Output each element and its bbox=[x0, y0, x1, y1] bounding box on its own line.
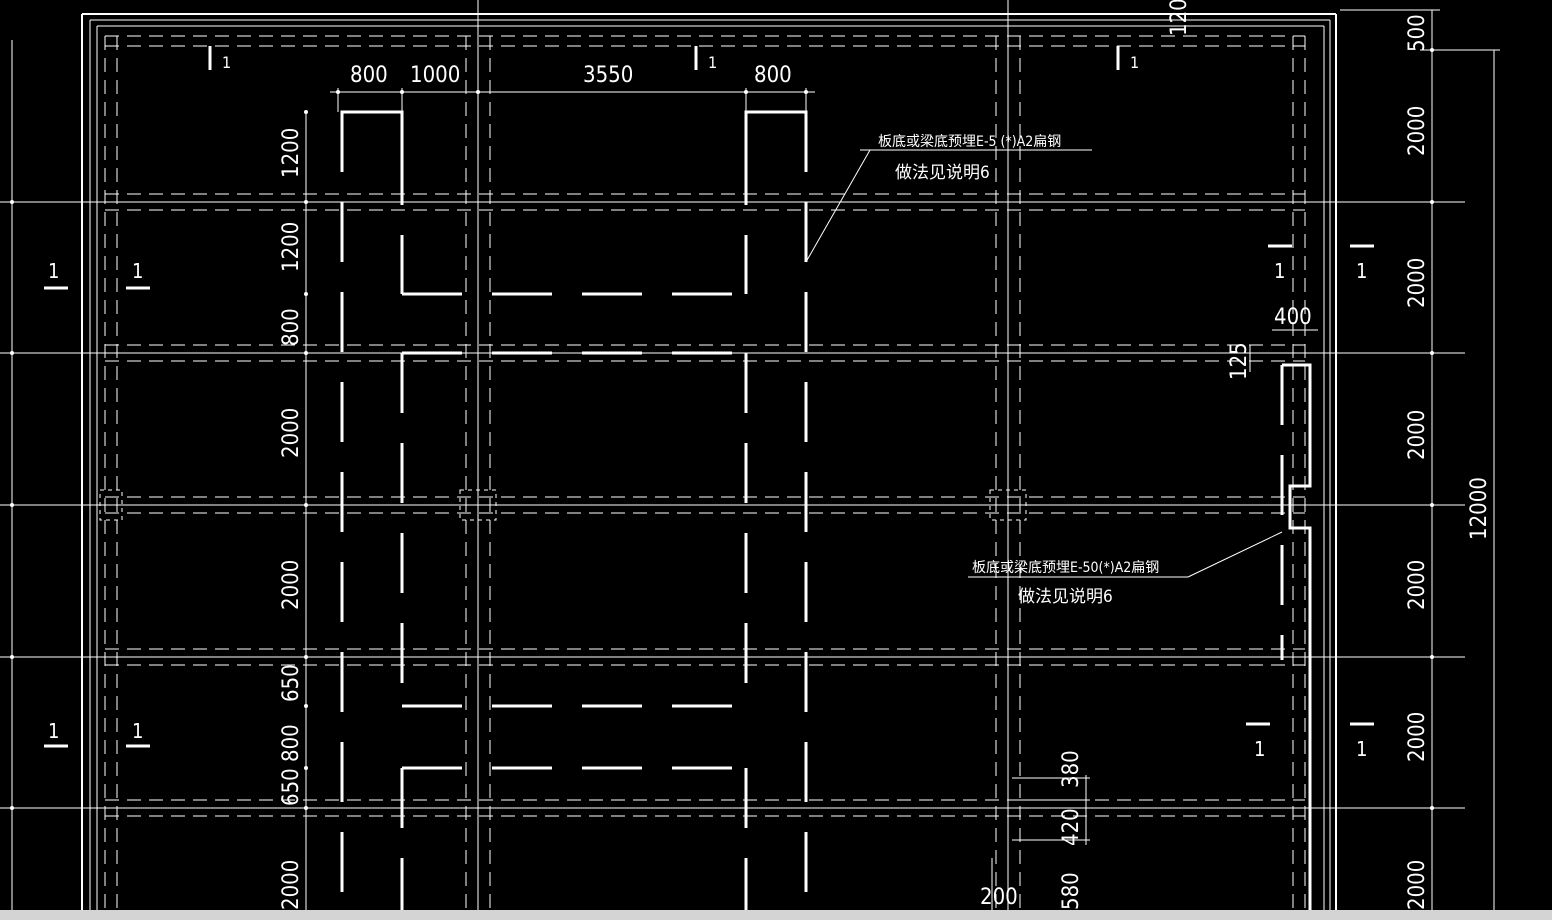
annotation-note-2-detail: 做法见说明6 bbox=[1018, 587, 1113, 607]
status-bar bbox=[0, 910, 1552, 920]
dim-top-3550: 3550 bbox=[583, 63, 633, 88]
dim-left-2000-b: 2000 bbox=[279, 560, 304, 610]
dim-right-2000-b: 2000 bbox=[1405, 258, 1430, 308]
dim-400: 400 bbox=[1274, 305, 1312, 330]
section-mark-label: 1 bbox=[48, 259, 59, 283]
dim-200: 200 bbox=[980, 885, 1018, 910]
dim-125: 125 bbox=[1227, 342, 1252, 380]
dim-right-2000-c: 2000 bbox=[1405, 410, 1430, 460]
section-mark-label: 1 bbox=[1130, 53, 1139, 72]
annotation-note-1-detail: 做法见说明6 bbox=[895, 163, 990, 183]
section-mark-label: 1 bbox=[1356, 737, 1367, 761]
dim-left-800: 800 bbox=[279, 308, 304, 346]
dim-top-800-b: 800 bbox=[754, 63, 792, 88]
dim-left-2000-c: 2000 bbox=[279, 860, 304, 910]
section-mark-label: 1 bbox=[1274, 259, 1285, 283]
dim-top-1000: 1000 bbox=[410, 63, 460, 88]
section-mark-label: 1 bbox=[1254, 737, 1265, 761]
dim-right-2000-d: 2000 bbox=[1405, 560, 1430, 610]
dim-left-2000-a: 2000 bbox=[279, 408, 304, 458]
dim-left-800-b: 800 bbox=[279, 724, 304, 762]
dim-right-500: 500 bbox=[1405, 14, 1430, 52]
section-mark-label: 1 bbox=[222, 53, 231, 72]
section-mark-label: 1 bbox=[132, 719, 143, 743]
dim-left-1200-a: 1200 bbox=[279, 128, 304, 178]
dim-top-120: 120 bbox=[1167, 0, 1192, 36]
annotation-note-1-title: 板底或梁底预埋E-5 (*)A2扁钢 bbox=[878, 134, 1061, 150]
dim-left-650: 650 bbox=[279, 664, 304, 702]
dim-top-800-a: 800 bbox=[350, 63, 388, 88]
dim-right-2000-e: 2000 bbox=[1405, 712, 1430, 762]
dim-right-2000-f: 2000 bbox=[1405, 860, 1430, 910]
annotation-note-2-title: 板底或梁底预埋E-50(*)A2扁钢 bbox=[972, 560, 1159, 576]
dim-left-1200-b: 1200 bbox=[279, 222, 304, 272]
section-mark-label: 1 bbox=[1356, 259, 1367, 283]
dim-580: 580 bbox=[1059, 872, 1084, 910]
section-mark-label: 1 bbox=[48, 719, 59, 743]
dim-overall-12000: 12000 bbox=[1467, 477, 1492, 540]
dim-420: 420 bbox=[1059, 808, 1084, 846]
dim-right-2000-a: 2000 bbox=[1405, 106, 1430, 156]
section-mark-label: 1 bbox=[708, 53, 717, 72]
section-mark-label: 1 bbox=[132, 259, 143, 283]
dim-left-650-b: 650 bbox=[279, 768, 304, 806]
dim-380: 380 bbox=[1059, 750, 1084, 788]
